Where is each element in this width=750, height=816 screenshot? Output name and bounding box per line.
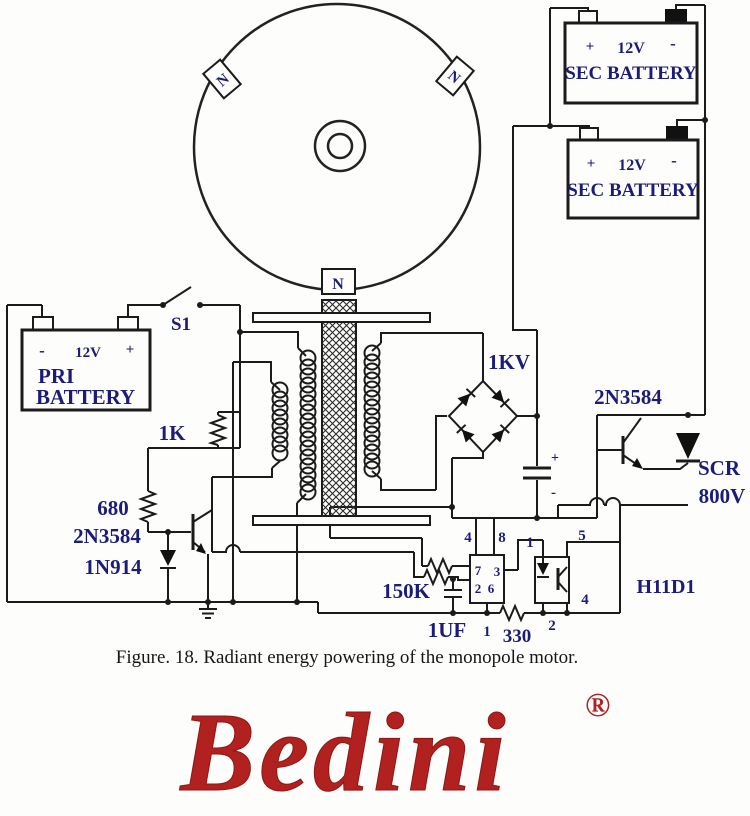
sec2-name: SEC BATTERY bbox=[567, 180, 699, 201]
battery-terminal-minus bbox=[666, 126, 688, 140]
sec-battery-2: + 12V - SEC BATTERY bbox=[566, 126, 700, 220]
pin-6: 6 bbox=[488, 581, 495, 596]
q1-label: 2N3584 bbox=[73, 524, 141, 548]
coil-assembly bbox=[252, 299, 431, 526]
pri-name-2: BATTERY bbox=[36, 385, 135, 409]
resistor-330: 330 bbox=[499, 603, 532, 647]
opto-pin-2: 2 bbox=[548, 618, 556, 634]
battery-terminal-minus bbox=[32, 316, 54, 331]
bridge-diode-tr bbox=[491, 389, 510, 408]
magnet-top-right: N bbox=[434, 55, 476, 97]
opto-pin-5: 5 bbox=[578, 528, 586, 544]
optocoupler-h11d1: 1 5 2 4 H11D1 bbox=[526, 528, 695, 634]
rotor-disc bbox=[192, 2, 482, 292]
pin-8: 8 bbox=[498, 530, 506, 546]
sec-battery-1: + 12V - SEC BATTERY bbox=[563, 9, 699, 105]
battery-terminal-minus bbox=[665, 9, 687, 23]
resistor-680: 680 bbox=[97, 490, 158, 523]
q2-label: 2N3584 bbox=[594, 385, 662, 409]
bridge-diode-bl bbox=[456, 424, 475, 443]
opto-label: H11D1 bbox=[637, 576, 696, 598]
s1-label: S1 bbox=[171, 314, 191, 335]
switch-s1: S1 bbox=[162, 286, 192, 335]
battery-terminal-plus bbox=[579, 127, 599, 141]
capacitor-1uf: 1UF bbox=[428, 618, 467, 642]
sec1-plus: + bbox=[586, 39, 595, 55]
battery-terminal-plus bbox=[578, 10, 598, 24]
coil-core bbox=[321, 299, 357, 517]
sec1-minus: - bbox=[670, 34, 676, 53]
c1uf-label: 1UF bbox=[428, 618, 467, 642]
sec2-voltage: 12V bbox=[618, 157, 646, 174]
sec1-name: SEC BATTERY bbox=[565, 63, 697, 84]
bobbin-bottom-flange bbox=[252, 515, 431, 526]
filter-capacitor: + - bbox=[523, 451, 559, 501]
winding-right bbox=[363, 344, 381, 478]
scr: SCR 800V bbox=[676, 433, 745, 508]
pin-2: 2 bbox=[475, 581, 482, 596]
pri-plus: + bbox=[126, 342, 135, 358]
rotor: N N N bbox=[192, 2, 482, 295]
transistor-q2: 2N3584 bbox=[594, 385, 689, 470]
rotor-hub bbox=[313, 119, 367, 173]
magnet-label: N bbox=[332, 276, 344, 293]
timer-555: 4 8 7 3 2 6 1 bbox=[464, 530, 506, 640]
pri-battery: - 12V + PRI BATTERY bbox=[20, 316, 152, 412]
d1-label: 1N914 bbox=[84, 555, 142, 579]
pin-7: 7 bbox=[475, 563, 482, 578]
scr-label-2: 800V bbox=[699, 484, 746, 508]
sec2-minus: - bbox=[671, 151, 677, 170]
magnet-top-left: N bbox=[201, 58, 243, 100]
wiring bbox=[6, 4, 708, 616]
battery-body bbox=[566, 138, 700, 220]
bridge-label: 1KV bbox=[488, 350, 530, 374]
battery-terminal-plus bbox=[117, 316, 139, 331]
opto-pin-4: 4 bbox=[581, 592, 589, 608]
resistors-150k: 150K bbox=[382, 556, 453, 603]
battery-body bbox=[20, 328, 152, 412]
transistor-q1: 2N3584 bbox=[73, 514, 206, 554]
pin-4: 4 bbox=[464, 530, 472, 546]
bridge-diode-tl bbox=[457, 388, 476, 407]
bridge-diode-br bbox=[491, 424, 510, 443]
ground-symbol bbox=[199, 602, 217, 619]
pri-minus: - bbox=[39, 341, 45, 360]
winding-inner-left bbox=[299, 349, 317, 501]
r1k-label: 1K bbox=[159, 421, 187, 445]
logo-text: Bedini bbox=[179, 691, 510, 815]
r150k-label: 150K bbox=[382, 579, 431, 603]
pin-3: 3 bbox=[494, 564, 501, 579]
bridge-rectifier-1kv: 1KV bbox=[447, 350, 530, 454]
pri-voltage: 12V bbox=[75, 345, 101, 361]
opto-pin-1: 1 bbox=[526, 535, 534, 551]
timer-body bbox=[469, 554, 505, 604]
diode-1n914: 1N914 bbox=[84, 550, 176, 579]
r330-label: 330 bbox=[503, 626, 532, 647]
figure-caption: Figure. 18. Radiant energy powering of t… bbox=[116, 647, 578, 668]
r680-label: 680 bbox=[97, 496, 129, 520]
cap-minus: - bbox=[551, 485, 556, 501]
pin-1: 1 bbox=[483, 624, 491, 640]
winding-outer-left bbox=[271, 381, 289, 462]
cap-plus: + bbox=[551, 451, 559, 466]
battery-body bbox=[563, 21, 699, 105]
base-resistor-1k: 1K bbox=[159, 414, 228, 446]
bobbin-top-flange bbox=[252, 312, 431, 323]
pri-name-1: PRI bbox=[38, 364, 74, 388]
sec2-plus: + bbox=[587, 156, 596, 172]
magnet-bottom: N bbox=[321, 268, 356, 295]
rotor-shaft bbox=[326, 132, 354, 160]
sec1-voltage: 12V bbox=[617, 40, 645, 57]
registered-mark: ® bbox=[585, 687, 610, 724]
scr-label-1: SCR bbox=[698, 456, 741, 480]
bedini-logo: Bedini ® bbox=[178, 687, 610, 816]
